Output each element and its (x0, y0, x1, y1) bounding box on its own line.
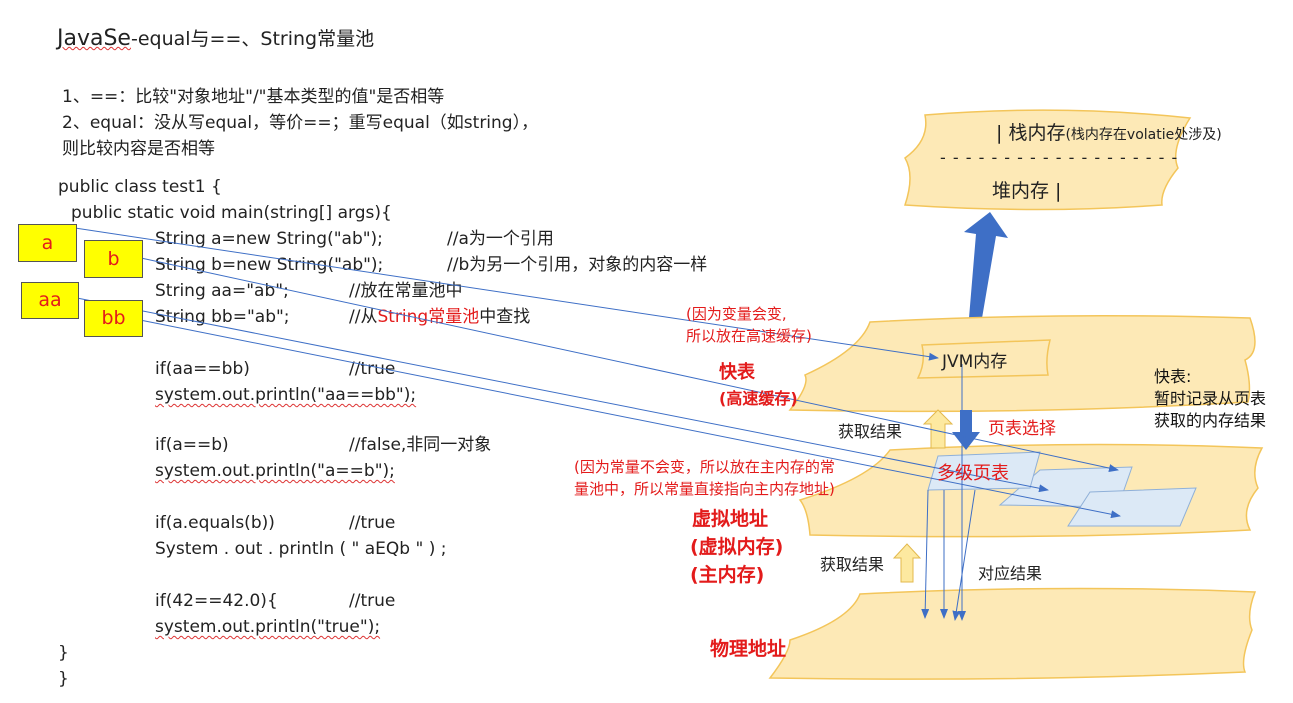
yellow-up-arrow-2 (892, 543, 922, 583)
page-select-label: 页表选择 (988, 419, 1056, 439)
physical-address-label: 物理地址 (710, 638, 787, 660)
code-line-a: String a=new String("ab"); (155, 229, 383, 249)
main-memory-label: (主内存) (690, 564, 765, 586)
get-result-label-2: 获取结果 (820, 555, 885, 574)
code-class-decl: public class test1 { (58, 177, 222, 197)
code-line-bb: String bb="ab"; (155, 307, 290, 327)
tlb-desc-3: 获取的内存结果 (1154, 411, 1267, 430)
cache-note-1: (因为变量会变, (686, 305, 787, 323)
ref-line-aa (76, 297, 1049, 493)
big-blue-arrow (964, 212, 1008, 330)
ref-box-a: a (18, 224, 77, 262)
code-print3: System . out . println ( " aEQb " ) ; (155, 539, 447, 559)
code-if3: if(a.equals(b)) (155, 513, 275, 533)
code-if2: if(a==b) (155, 435, 229, 455)
code-comment-b: //b为另一个引用，对象的内容一样 (447, 255, 708, 275)
get-result-label-1: 获取结果 (838, 422, 903, 441)
ref-line-b (140, 257, 1119, 473)
ref-box-aa: aa (21, 282, 79, 319)
virtual-memory-label: (虚拟内存) (690, 536, 784, 558)
ref-line-a (74, 227, 939, 361)
page-title: JavaSe-equal与==、String常量池 (57, 24, 374, 51)
stack-memory-text: | 栈内存 (996, 122, 1066, 144)
code-if3-comment: //true (349, 513, 396, 533)
code-if4: if(42==42.0){ (155, 591, 278, 611)
phys-line-4 (952, 489, 976, 621)
tlb-label: 快表 (719, 362, 755, 383)
multi-page-table-label: 多级页表 (937, 463, 1009, 484)
code-print2: system.out.println("a==b"); (155, 461, 395, 481)
title-prefix: JavaSe (57, 26, 131, 51)
physical-layer (768, 587, 1257, 680)
blue-down-arrow (952, 410, 980, 450)
rule-1: 1、==：比较"对象地址"/"基本类型的值"是否相等 (62, 87, 445, 107)
ref-box-bb: bb (84, 300, 143, 337)
tlb-sub-label: (高速缓存) (719, 389, 798, 408)
stack-heap-divider: - - - - - - - - - - - - - - - - - - - (940, 148, 1179, 167)
code-close-2: } (58, 669, 69, 689)
ref-box-b: b (84, 240, 143, 278)
code-main-decl: public static void main(string[] args){ (71, 203, 392, 223)
ref-line-bb (139, 319, 1121, 519)
tlb-desc-1: 快表: (1154, 367, 1192, 386)
yellow-up-arrow-1 (922, 409, 954, 449)
const-note-1: (因为常量不会变，所以放在主内存的常 (574, 458, 835, 476)
rule-2: 2、equal：没从写equal，等价==；重写equal（如string）， (62, 113, 539, 133)
code-if1: if(aa==bb) (155, 359, 250, 379)
phys-line-1 (921, 489, 930, 619)
code-print1: system.out.println("aa==bb"); (155, 385, 417, 405)
jvm-memory-label: JVM内存 (942, 352, 1008, 372)
code-line-b: String b=new String("ab"); (155, 255, 384, 275)
rule-3: 则比较内容是否相等 (62, 139, 215, 159)
tlb-desc-2: 暂时记录从页表 (1154, 389, 1267, 408)
code-comment-a: //a为一个引用 (447, 229, 554, 249)
code-comment-aa: //放在常量池中 (349, 281, 463, 301)
page-table-box-2 (1067, 487, 1197, 527)
stack-memory-label: | 栈内存(栈内存在volatie处涉及) (996, 118, 1222, 145)
comment-bb-red: String常量池 (377, 307, 480, 327)
const-note-2: 量池中，所以常量直接指向主内存地址) (574, 480, 835, 498)
stack-memory-note: (栈内存在volatie处涉及) (1065, 127, 1222, 143)
code-if4-comment: //true (349, 591, 396, 611)
cache-note-2: 所以放在高速缓存) (686, 327, 812, 345)
heap-memory-label: 堆内存 | (992, 180, 1062, 202)
code-if2-comment: //false,非同一对象 (349, 435, 492, 455)
comment-bb-suffix: 中查找 (479, 307, 531, 327)
comment-bb-prefix: //从 (349, 307, 378, 327)
code-print4: system.out.println("true"); (155, 617, 381, 637)
code-line-aa: String aa="ab"; (155, 281, 289, 301)
corresponding-result-label: 对应结果 (978, 564, 1043, 583)
code-comment-bb: //从String常量池中查找 (349, 304, 530, 330)
virtual-address-label: 虚拟地址 (692, 508, 769, 530)
title-rest: -equal与==、String常量池 (130, 28, 375, 50)
code-close-1: } (58, 643, 69, 663)
stack-heap-layer (903, 109, 1192, 211)
